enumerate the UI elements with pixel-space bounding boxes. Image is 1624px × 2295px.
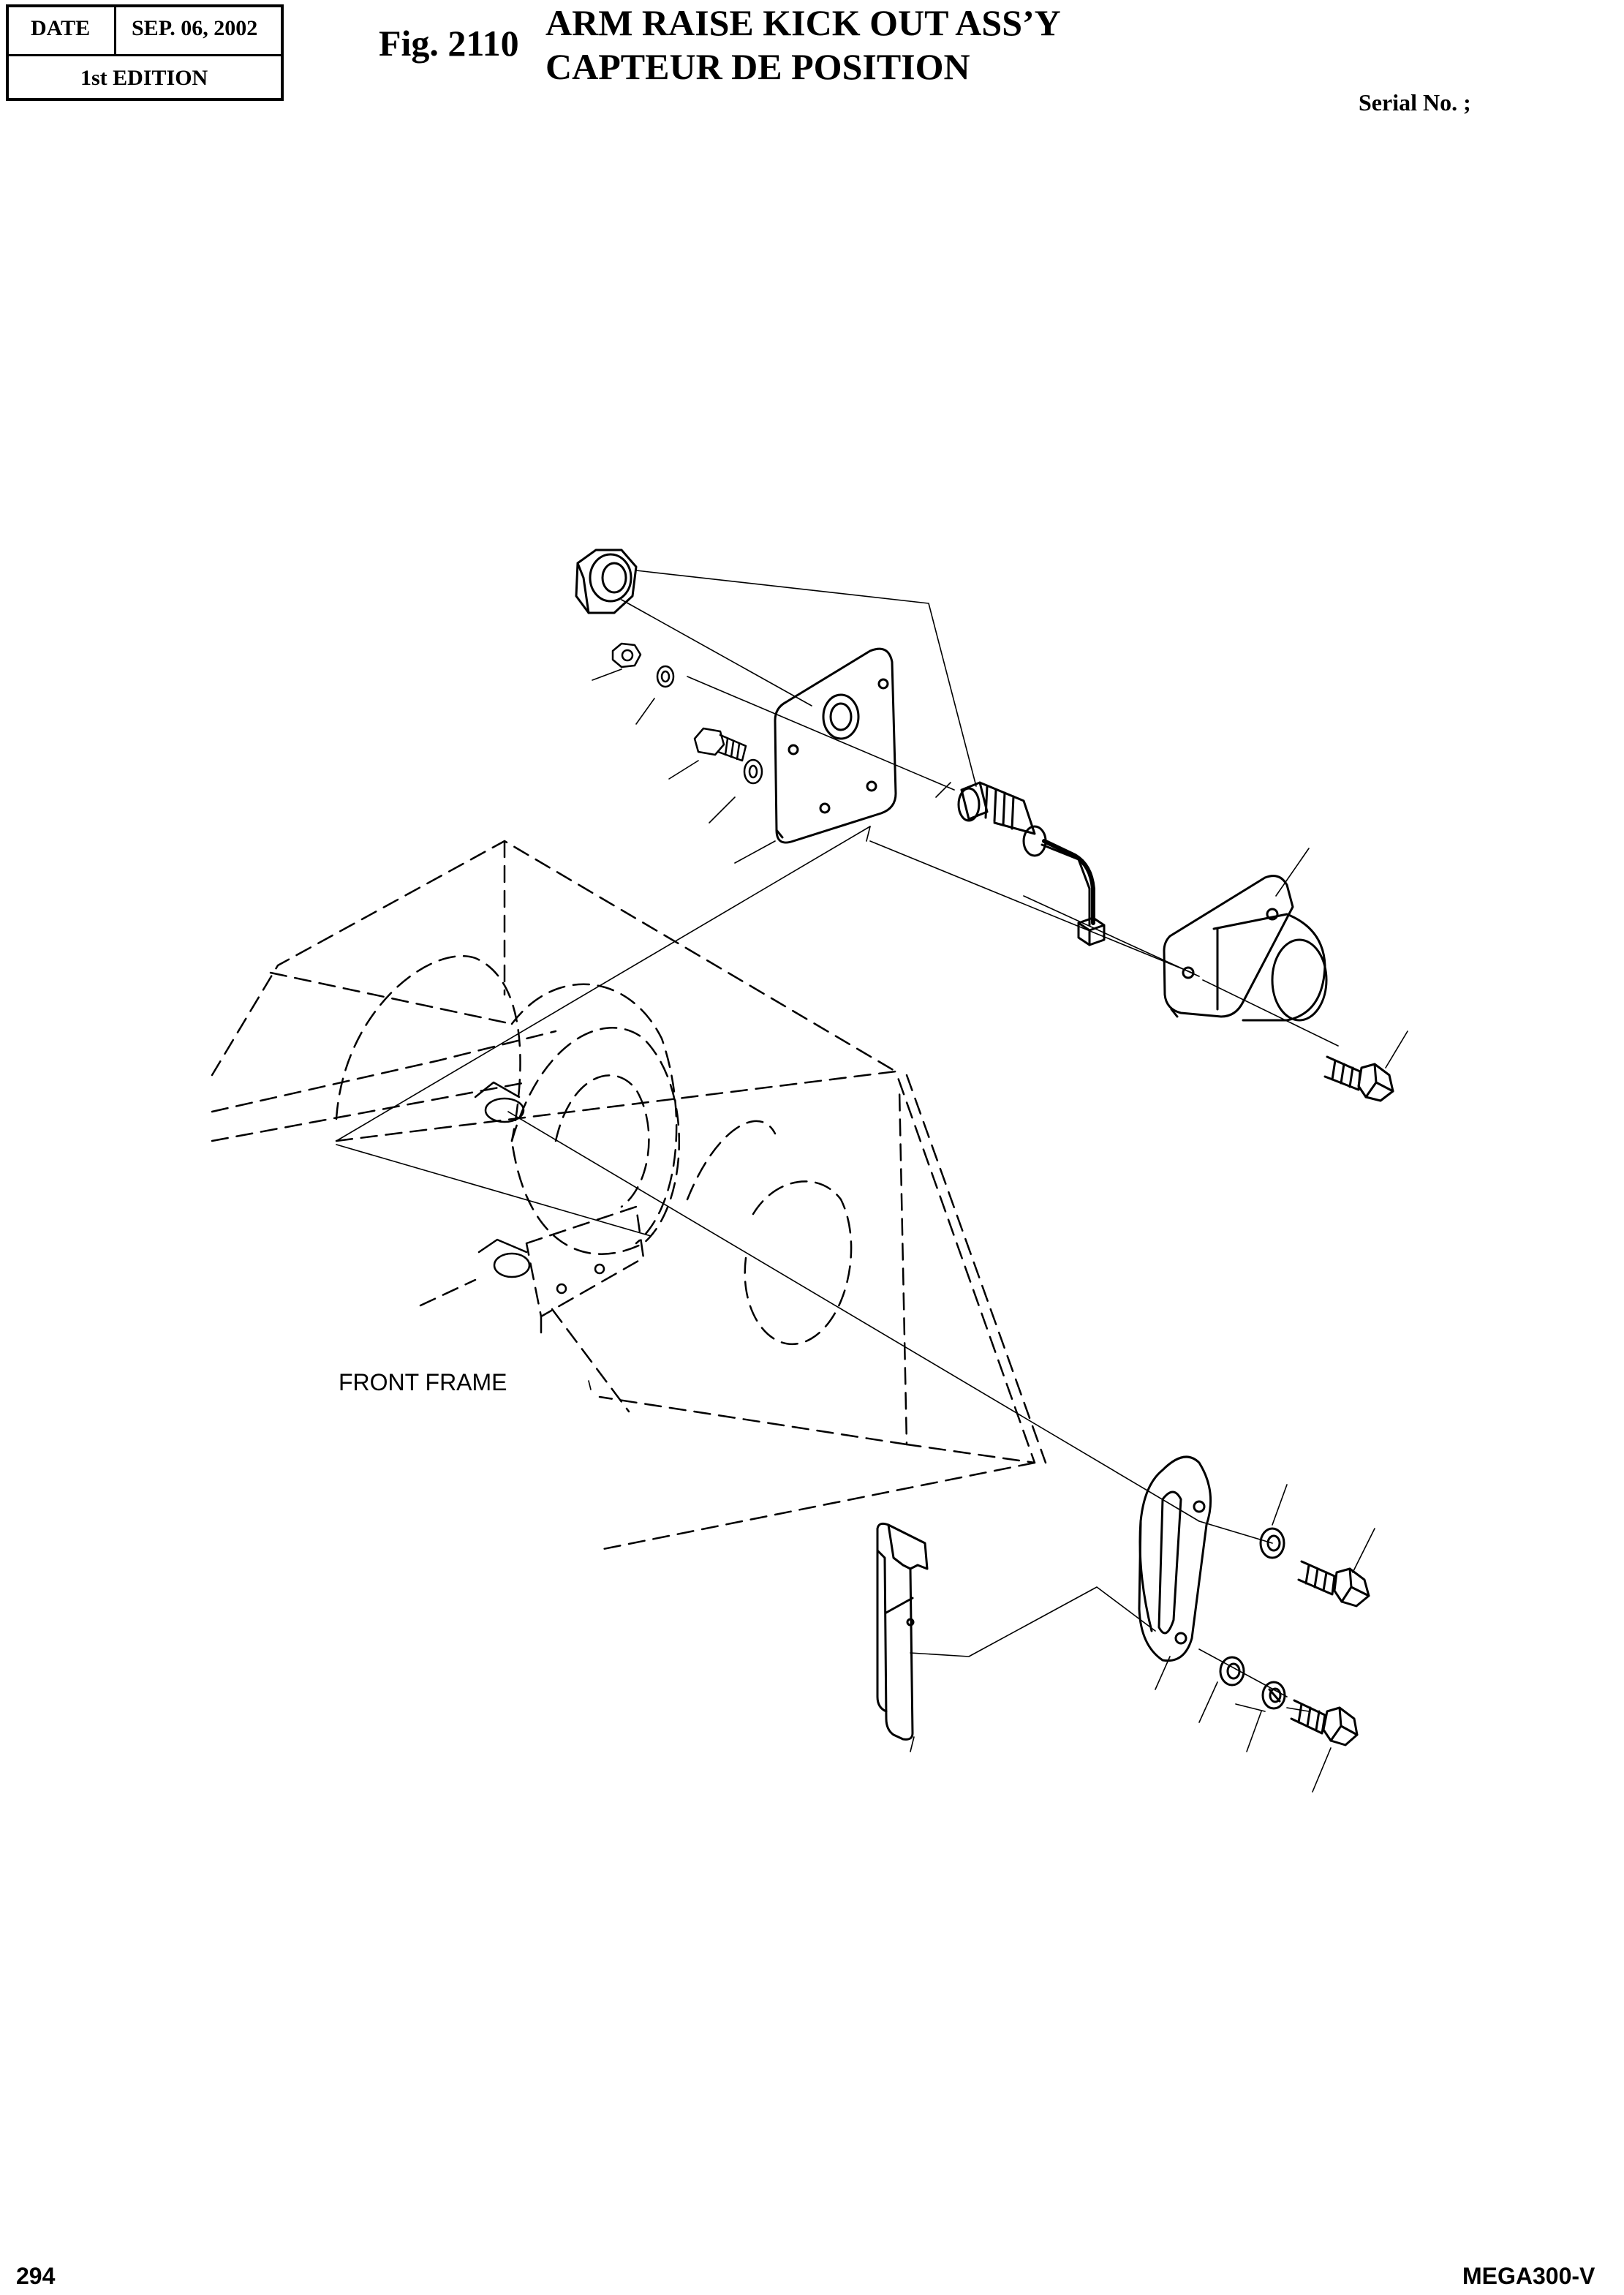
connector-icon (1077, 916, 1106, 946)
title-english: ARM RAISE KICK OUT ASS’Y (545, 2, 1061, 43)
date-value: SEP. 06, 2002 (132, 16, 258, 40)
date-separator (114, 7, 116, 54)
proximity-switch-icon (957, 781, 1091, 927)
washer-icon (1219, 1656, 1245, 1687)
bracket-plate-icon (774, 647, 897, 844)
page-number: 294 (16, 2263, 56, 2289)
washer-icon (1259, 1527, 1285, 1559)
washer-icon (743, 758, 763, 785)
model-code: MEGA300-V (1462, 2263, 1595, 2289)
lock-washer-icon (1261, 1681, 1286, 1710)
sensor-housing-icon (1163, 875, 1328, 1022)
bolt-icon (693, 727, 747, 762)
hex-nut-icon (611, 642, 642, 668)
washer-icon (656, 665, 675, 688)
bolt-icon (1323, 1055, 1394, 1102)
frame-pivot-pins (474, 1081, 605, 1295)
cable-icon (1042, 839, 1095, 925)
lock-nut-icon (575, 549, 638, 614)
front-frame-outline (211, 840, 1047, 1552)
edition-label: 1st EDITION (80, 66, 208, 90)
edition-box: DATE SEP. 06, 2002 1st EDITION (6, 4, 284, 101)
part-callout-leaders (592, 668, 1408, 1793)
front-frame-label: FRONT FRAME (339, 1369, 507, 1395)
serial-number-label: Serial No. ; (1359, 89, 1471, 116)
leader-lines (336, 570, 1339, 1712)
cam-plate-icon (1138, 1455, 1212, 1662)
date-row: DATE SEP. 06, 2002 (9, 7, 281, 56)
bolt-icon (1297, 1560, 1370, 1608)
striker-bracket-icon (876, 1522, 929, 1741)
title-french: CAPTEUR DE POSITION (545, 46, 970, 87)
bolt-icon (1290, 1699, 1359, 1746)
date-label: DATE (31, 16, 91, 40)
figure-number: Fig. 2110 (379, 23, 519, 64)
